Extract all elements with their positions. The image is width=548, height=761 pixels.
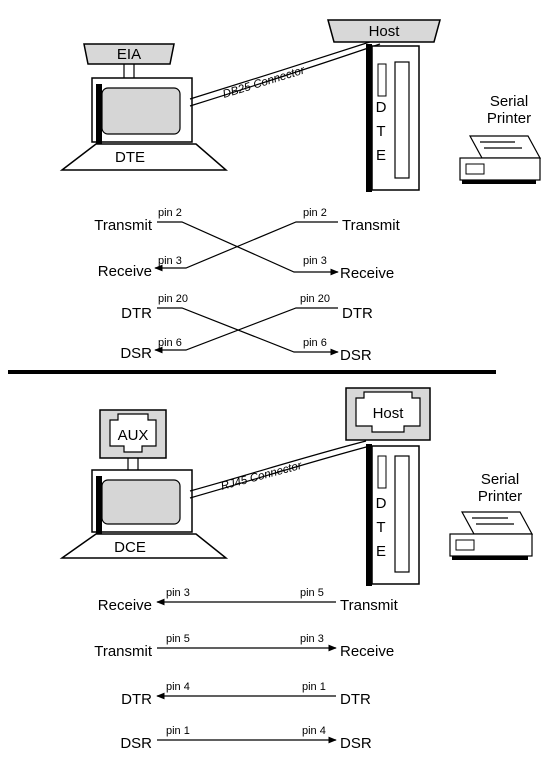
bottom-terminal: AUX DCE — [59, 409, 229, 559]
eia-connector-icon — [83, 43, 175, 65]
dte-letter-e: E — [376, 147, 386, 164]
top-terminal: EIA DTE — [59, 43, 229, 171]
signal-right-receive: Receive — [340, 265, 394, 282]
pin-label: pin 1 — [166, 725, 190, 737]
printer-label-line1: Serial — [490, 93, 528, 110]
dte-letter-d: D — [376, 99, 387, 116]
printer-label-line2: Printer — [478, 488, 522, 505]
dte-letter-d: D — [376, 495, 387, 512]
pin-label: pin 4 — [166, 681, 190, 693]
printer-label-line1: Serial — [481, 471, 519, 488]
rj45-cable: RJ45 Connector — [189, 440, 371, 499]
dte-letter-t: T — [376, 519, 385, 536]
pin-label: pin 3 — [158, 255, 182, 267]
pin-label: pin 3 — [166, 587, 190, 599]
signal-left-transmit: Transmit — [94, 217, 153, 234]
bottom-signals: Receive pin 3 pin 5 Transmit Transmit pi… — [94, 587, 398, 752]
signal-left-dtr: DTR — [121, 691, 152, 708]
signal-left-receive: Receive — [98, 263, 152, 280]
signal-right-transmit: Transmit — [342, 217, 401, 234]
top-wires — [154, 221, 339, 356]
signal-right-dtr: DTR — [342, 305, 373, 322]
rj45-connector-label: RJ45 Connector — [220, 459, 305, 492]
aux-jack-icon — [109, 413, 157, 453]
signal-left-dsr: DSR — [120, 735, 152, 752]
signal-right-transmit: Transmit — [340, 597, 399, 614]
printer-label-line2: Printer — [487, 110, 531, 127]
signal-left-dsr: DSR — [120, 345, 152, 362]
db25-cable: DB25 Connector — [189, 39, 381, 107]
host-label: Host — [373, 405, 405, 422]
pin-label: pin 5 — [300, 587, 324, 599]
host-connector-icon — [327, 19, 441, 43]
pin-label: pin 2 — [158, 207, 182, 219]
host-label: Host — [369, 23, 401, 40]
signal-left-transmit: Transmit — [94, 643, 153, 660]
section-divider — [8, 370, 496, 374]
pin-label: pin 2 — [303, 207, 327, 219]
top-serial-printer: Serial Printer — [459, 93, 542, 184]
dte-letter-e: E — [376, 543, 386, 560]
pin-label: pin 6 — [158, 337, 182, 349]
dte-letter-t: T — [376, 123, 385, 140]
aux-label: AUX — [118, 427, 149, 444]
top-host: Host D T E — [327, 19, 441, 192]
signal-left-dtr: DTR — [121, 305, 152, 322]
pin-label: pin 5 — [166, 633, 190, 645]
signal-right-dsr: DSR — [340, 735, 372, 752]
signal-right-dtr: DTR — [340, 691, 371, 708]
pin-label: pin 3 — [303, 255, 327, 267]
signal-right-receive: Receive — [340, 643, 394, 660]
top-signals: Transmit pin 2 pin 2 Transmit Receive pi… — [94, 207, 400, 364]
printer-icon — [449, 511, 534, 560]
signal-left-receive: Receive — [98, 597, 152, 614]
pin-label: pin 3 — [300, 633, 324, 645]
bottom-serial-printer: Serial Printer — [449, 471, 534, 560]
bottom-wires — [156, 598, 337, 744]
dte-terminal-label: DTE — [115, 149, 145, 166]
bottom-host: Host D T E — [345, 387, 431, 586]
dce-terminal-label: DCE — [114, 539, 146, 556]
eia-label: EIA — [117, 46, 141, 63]
pin-label: pin 4 — [302, 725, 326, 737]
db25-connector-label: DB25 Connector — [221, 64, 307, 101]
pin-label: pin 1 — [302, 681, 326, 693]
signal-right-dsr: DSR — [340, 347, 372, 364]
pin-label: pin 20 — [158, 293, 188, 305]
printer-icon — [459, 135, 542, 184]
pin-label: pin 6 — [303, 337, 327, 349]
pin-label: pin 20 — [300, 293, 330, 305]
host-rj45-jack-icon — [355, 391, 421, 433]
